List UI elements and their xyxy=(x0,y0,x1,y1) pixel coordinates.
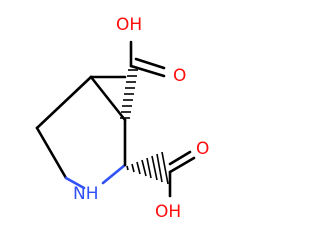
bond-lower-carboxyl-c-o-a xyxy=(168,156,196,174)
upper-hashed-wedge-bond xyxy=(120,69,138,119)
bond-c5-c4 xyxy=(35,126,68,180)
bond-c5-n xyxy=(64,176,86,190)
bond-c4-c3 xyxy=(35,75,93,130)
bond-c3-c4 xyxy=(89,75,127,122)
bottom-o-label: O xyxy=(196,139,209,159)
bond-upper-carboxyl-c-o-b xyxy=(134,57,166,70)
bond-n-c2 xyxy=(101,163,127,185)
upper-carboxyl-group: OH O xyxy=(116,15,186,119)
lower-carboxyl-group: O OH xyxy=(126,139,209,222)
ring-nh-label: NH xyxy=(73,184,99,204)
lower-hashed-wedge-bond xyxy=(126,151,169,185)
top-oh-label: OH xyxy=(116,15,142,35)
bottom-oh-label: OH xyxy=(155,202,181,222)
pyrrolidine-ring xyxy=(35,75,127,190)
top-o-label: O xyxy=(173,66,186,86)
molecule-structure: OH O NH O OH xyxy=(35,15,209,222)
bond-lower-carboxyl-c-o-b xyxy=(168,150,192,166)
bond-upper-carboxyl-c-o-a xyxy=(129,64,166,78)
